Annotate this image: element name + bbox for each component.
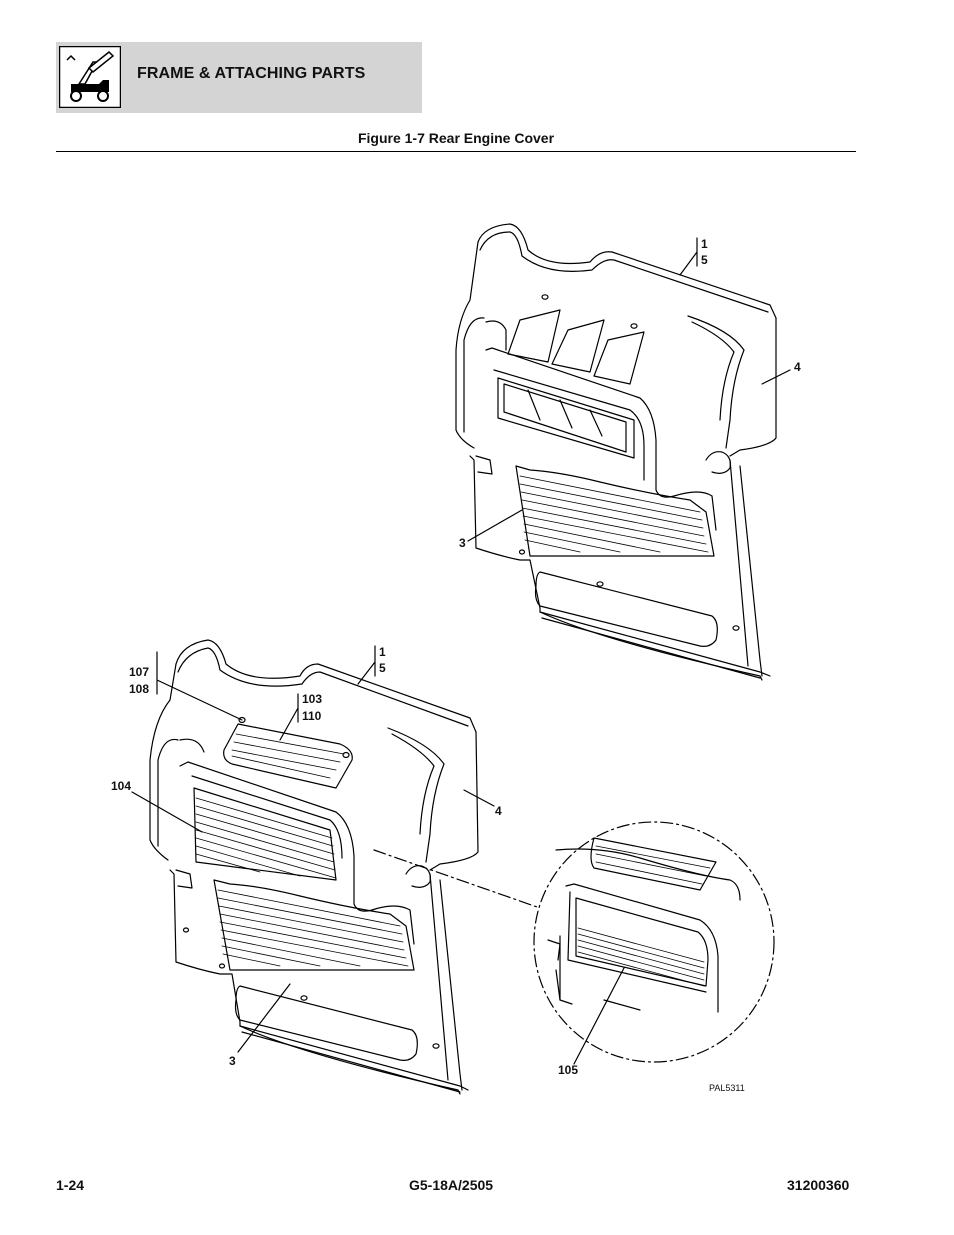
section-title: FRAME & ATTACHING PARTS <box>137 65 366 82</box>
callout-1-bottom: 1 <box>379 645 386 659</box>
leader-bottom-103-110 <box>279 693 299 741</box>
telehandler-boom-icon <box>59 46 121 108</box>
leader-top-3 <box>467 509 523 542</box>
callout-110: 110 <box>302 709 322 723</box>
leader-bottom-4 <box>463 789 495 807</box>
leader-top-4 <box>761 369 791 385</box>
callout-5-bottom: 5 <box>379 661 386 675</box>
detail-circle <box>533 821 775 1063</box>
detail-connector-line <box>373 849 541 909</box>
lower-cover-view <box>149 639 479 1095</box>
upper-cover-view <box>455 223 777 681</box>
callout-103: 103 <box>302 692 323 706</box>
page-number: 1-24 <box>56 1177 85 1193</box>
detail-view <box>547 837 741 1013</box>
callout-107: 107 <box>129 665 150 679</box>
manual-part-number: 31200360 <box>787 1177 850 1193</box>
callout-1-top: 1 <box>701 237 708 251</box>
title-rule <box>56 151 856 152</box>
callout-108: 108 <box>129 682 150 696</box>
leader-bottom-1-5 <box>357 645 376 685</box>
callout-105: 105 <box>558 1063 579 1077</box>
callout-4-top: 4 <box>794 360 801 374</box>
callout-104: 104 <box>111 779 132 793</box>
callout-3-top: 3 <box>459 536 466 550</box>
figure-title: Figure 1-7 Rear Engine Cover <box>357 130 555 146</box>
callout-5-top: 5 <box>701 253 708 267</box>
model-code: G5-18A/2505 <box>409 1177 494 1193</box>
leader-top-1-5 <box>679 237 698 276</box>
callout-3-bottom: 3 <box>229 1054 236 1068</box>
leader-bottom-107-108 <box>156 651 243 721</box>
leader-bottom-104 <box>131 791 203 833</box>
drawing-id: PAL5311 <box>709 1083 745 1093</box>
callout-4-bottom: 4 <box>495 804 502 818</box>
leader-detail-105 <box>573 967 625 1065</box>
leader-bottom-3 <box>237 983 291 1053</box>
